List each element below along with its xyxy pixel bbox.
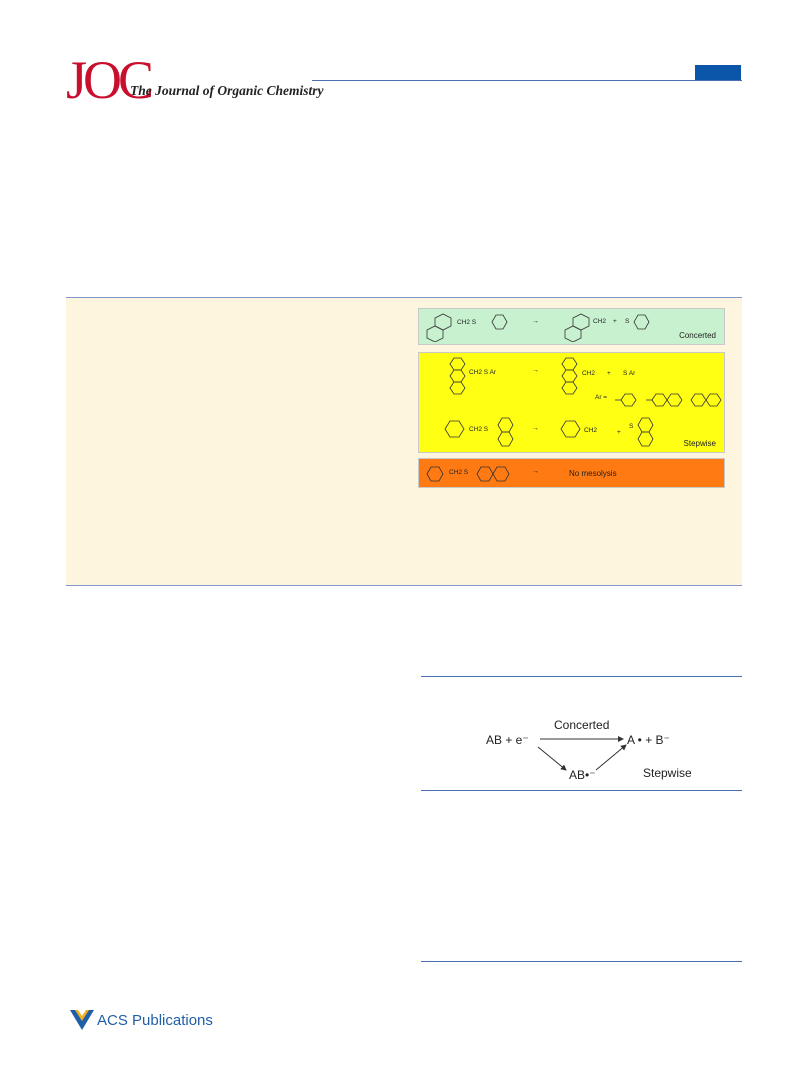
phenyl-ring-icon [633,314,650,330]
journal-logo: JOC [66,50,154,110]
phenyl-ring-icon [444,420,465,438]
scheme-stepwise-label: Stepwise [643,766,692,780]
anthracenyl-structure-icon [449,357,466,395]
no-mesolysis-reactant: CH2 S [449,469,469,476]
acs-logo-icon [70,1010,94,1030]
concerted-label: Concerted [679,331,716,340]
naphthyl-structure-icon [426,313,452,342]
stepwise-row1-product-anion: S Ar [623,370,636,377]
concerted-product-anion: S [625,318,630,325]
stepwise-row2-plus: + [617,429,621,436]
no-mesolysis-arrow-icon: → [532,468,539,475]
section-rule [421,961,742,962]
no-mesolysis-box: CH2 S → No mesolysis [418,458,725,488]
naphthyl-structure-icon [476,466,510,482]
concerted-arrow-icon: → [532,318,539,325]
header-tab [695,65,741,80]
aryl-substituents-icon [615,393,722,407]
stepwise-label: Stepwise [683,439,716,448]
publisher-logo-text: ACS Publications [97,1012,213,1029]
stepwise-row2-product-radical: S [629,423,634,430]
journal-title: The Journal of Organic Chemistry [130,83,324,98]
scheme-top-rule [421,676,742,677]
concerted-reactant: CH2 S [457,319,477,326]
scheme-bottom-rule [421,790,742,791]
concerted-plus: + [613,318,617,325]
scheme-arrows-icon [537,736,627,771]
abstract-panel: CH2 S → CH2 + S Concerted CH2 S Ar → C [66,297,742,586]
stepwise-row1-arrow-icon: → [532,367,539,374]
scheme-reactants: AB + e⁻ [486,733,529,747]
stepwise-box: CH2 S Ar → CH2 + S Ar Ar = CH2 S → [418,352,725,453]
ar-definition: Ar = [595,394,608,401]
scheme-concerted-label: Concerted [554,718,610,732]
stepwise-row1-plus: + [607,370,611,377]
naphthyl-structure-icon [637,417,654,447]
scheme-products: A • + B⁻ [627,733,670,747]
naphthyl-structure-icon [497,417,514,447]
scheme-intermediate: AB•⁻ [569,768,596,782]
stepwise-row2-reactant: CH2 S [469,426,489,433]
phenyl-ring-icon [560,420,581,438]
phenyl-ring-icon [426,466,444,482]
naphthyl-radical-icon [564,313,590,342]
stepwise-row2-product-anion: CH2 [584,427,598,434]
anthracenyl-radical-icon [561,357,578,395]
stepwise-row1-reactant: CH2 S Ar [469,369,497,376]
stepwise-row2-arrow-icon: → [532,425,539,432]
phenyl-ring-icon [491,314,508,330]
header-rule [312,80,742,81]
no-mesolysis-label: No mesolysis [569,469,617,478]
stepwise-row1-product-radical: CH2 [582,370,596,377]
concerted-product-radical: CH2 [593,318,607,325]
concerted-box: CH2 S → CH2 + S Concerted [418,308,725,345]
